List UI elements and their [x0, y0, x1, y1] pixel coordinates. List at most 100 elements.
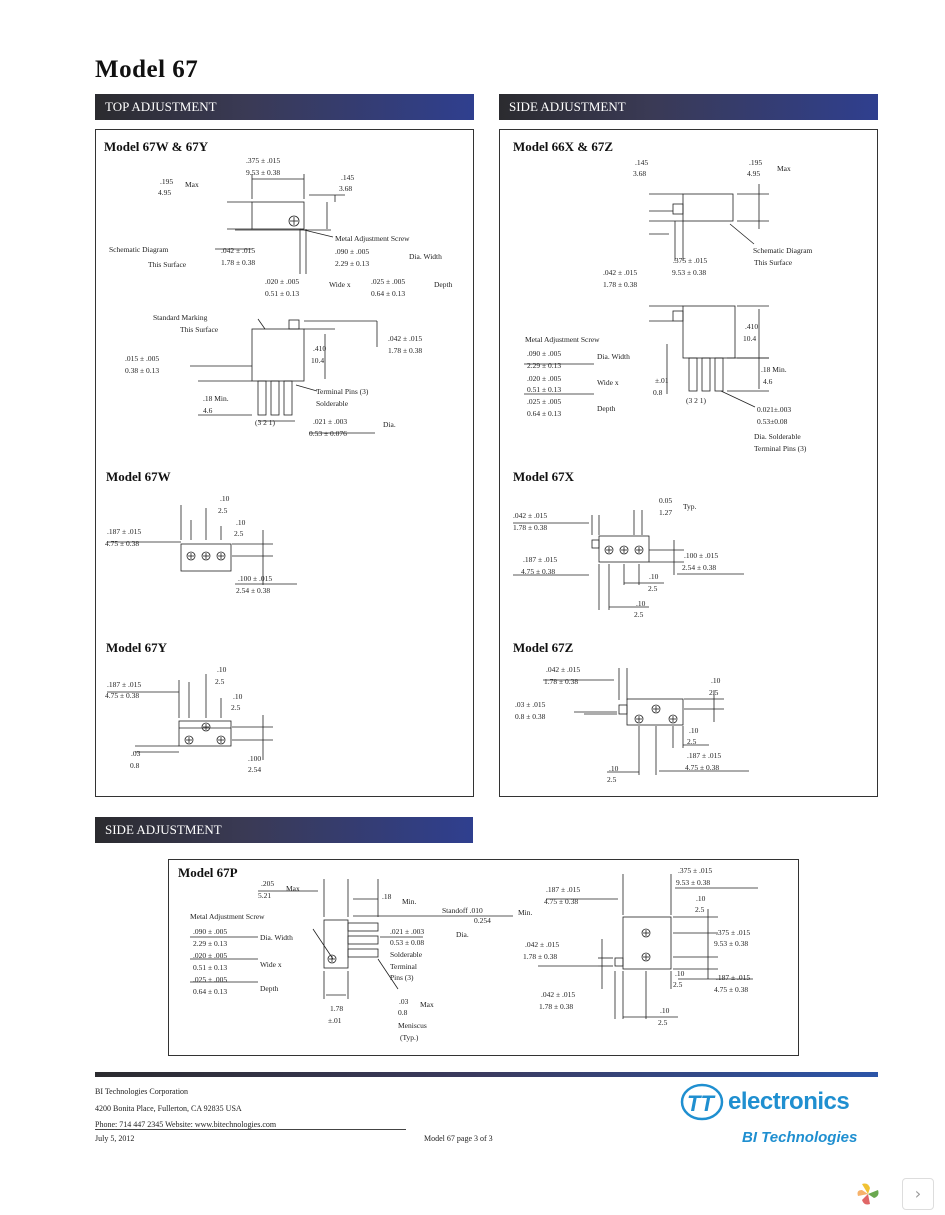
svg-text:.090 ± .005: .090 ± .005	[335, 247, 369, 256]
svg-text:0.021±.003: 0.021±.003	[757, 405, 791, 414]
svg-text:.021 ± .003: .021 ± .003	[390, 927, 424, 936]
svg-text:2.5: 2.5	[658, 1018, 668, 1027]
svg-text:2.5: 2.5	[234, 529, 244, 538]
drawing-67z: .042 ± .015 1.78 ± 0.38 .10 2.5 .03 ± .0…	[515, 665, 749, 784]
next-page-button[interactable]: ›	[902, 1178, 934, 1210]
svg-text:Wide x: Wide x	[329, 280, 351, 289]
svg-text:1.78 ± 0.38: 1.78 ± 0.38	[523, 952, 557, 961]
svg-text:.18: .18	[382, 892, 392, 901]
svg-text:2.5: 2.5	[673, 980, 683, 989]
svg-text:0.8 ± 0.38: 0.8 ± 0.38	[515, 712, 546, 721]
svg-text:.10: .10	[233, 692, 243, 701]
svg-text:Metal Adjustment Screw: Metal Adjustment Screw	[335, 234, 410, 243]
svg-text:Depth: Depth	[260, 984, 279, 993]
svg-text:2.29 ± 0.13: 2.29 ± 0.13	[193, 939, 227, 948]
svg-text:2.5: 2.5	[215, 677, 225, 686]
svg-text:.187 ± .015: .187 ± .015	[107, 680, 141, 689]
svg-text:(3 2 1): (3 2 1)	[255, 418, 275, 427]
panel-top-adjustment	[95, 129, 474, 797]
svg-text:.187 ± .015: .187 ± .015	[546, 885, 580, 894]
app-pinwheel-icon[interactable]	[852, 1178, 884, 1210]
svg-text:±.01: ±.01	[655, 376, 669, 385]
svg-text:.021 ± .003: .021 ± .003	[313, 417, 347, 426]
svg-text:.18 Min.: .18 Min.	[203, 394, 229, 403]
footer-page-number: Model 67 page 3 of 3	[424, 1134, 493, 1143]
svg-text:.10: .10	[220, 494, 230, 503]
svg-text:0.38 ± 0.13: 0.38 ± 0.13	[125, 366, 159, 375]
svg-text:.025 ± .005: .025 ± .005	[193, 975, 227, 984]
svg-text:This Surface: This Surface	[148, 260, 187, 269]
section-header-side-adjustment: SIDE ADJUSTMENT	[499, 94, 878, 120]
svg-text:Terminal Pins (3): Terminal Pins (3)	[754, 444, 807, 453]
svg-text:1.78 ± 0.38: 1.78 ± 0.38	[603, 280, 637, 289]
svg-text:2.5: 2.5	[231, 703, 241, 712]
svg-text:0.51 ± 0.13: 0.51 ± 0.13	[527, 385, 561, 394]
svg-text:.187 ± .015: .187 ± .015	[687, 751, 721, 760]
model-heading-67w: Model 67W	[106, 469, 171, 484]
svg-text:.090 ± .005: .090 ± .005	[527, 349, 561, 358]
svg-text:This Surface: This Surface	[754, 258, 793, 267]
svg-text:Solderable: Solderable	[390, 950, 423, 959]
model-heading-66x-67z: Model 66X & 67Z	[513, 139, 614, 154]
svg-text:.205: .205	[261, 879, 274, 888]
svg-text:.10: .10	[660, 1006, 670, 1015]
svg-text:4.75 ± 0.38: 4.75 ± 0.38	[105, 691, 139, 700]
svg-text:0.8: 0.8	[398, 1008, 408, 1017]
svg-text:1.78: 1.78	[330, 1004, 343, 1013]
panel-side-adjustment	[499, 129, 878, 797]
footer-date: July 5, 2012	[95, 1134, 135, 1143]
svg-text:4.75 ± 0.38: 4.75 ± 0.38	[714, 985, 748, 994]
svg-text:2.5: 2.5	[695, 905, 705, 914]
svg-text:0.64 ± 0.13: 0.64 ± 0.13	[193, 987, 227, 996]
svg-text:(Typ.): (Typ.)	[400, 1033, 419, 1042]
svg-text:This Surface: This Surface	[180, 325, 219, 334]
svg-text:Typ.: Typ.	[683, 502, 697, 511]
svg-text:.10: .10	[636, 599, 646, 608]
svg-text:Max: Max	[777, 164, 791, 173]
svg-text:.100 ± .015: .100 ± .015	[684, 551, 718, 560]
svg-text:Standoff .010: Standoff .010	[442, 906, 483, 915]
svg-text:.375 ± .015: .375 ± .015	[716, 928, 750, 937]
svg-text:.042 ± .015: .042 ± .015	[221, 246, 255, 255]
svg-text:Dia. Width: Dia. Width	[260, 933, 293, 942]
svg-text:.03 ± .015: .03 ± .015	[515, 700, 546, 709]
svg-text:.090 ± .005: .090 ± .005	[193, 927, 227, 936]
svg-text:.375 ± .015: .375 ± .015	[246, 156, 280, 165]
svg-text:TT: TT	[687, 1091, 715, 1116]
model-heading-67y: Model 67Y	[106, 640, 168, 655]
svg-text:2.5: 2.5	[709, 688, 719, 697]
svg-text:1.78 ± 0.38: 1.78 ± 0.38	[221, 258, 255, 267]
model-heading-67w-67y: Model 67W & 67Y	[104, 139, 209, 154]
footer-rule	[95, 1072, 878, 1077]
svg-text:.187 ± .015: .187 ± .015	[523, 555, 557, 564]
svg-text:.145: .145	[635, 158, 648, 167]
svg-text:.020 ± .005: .020 ± .005	[193, 951, 227, 960]
svg-text:.10: .10	[609, 764, 619, 773]
svg-text:0.254: 0.254	[474, 916, 491, 925]
footer-phone-website[interactable]: Phone: 714 447 2345 Website: www.bitechn…	[95, 1120, 407, 1130]
drawing-67y: .10 2.5 .10 2.5 .187 ± .015 4.75 ± 0.38 …	[105, 665, 273, 774]
svg-text:1.78 ± 0.38: 1.78 ± 0.38	[544, 677, 578, 686]
svg-text:Metal Adjustment Screw: Metal Adjustment Screw	[525, 335, 600, 344]
svg-text:.015 ± .005: .015 ± .005	[125, 354, 159, 363]
svg-text:0.53 ± 0.076: 0.53 ± 0.076	[309, 429, 347, 438]
model-heading-67z: Model 67Z	[513, 640, 574, 655]
svg-text:Max: Max	[185, 180, 199, 189]
footer-company: BI Technologies Corporation	[95, 1087, 189, 1096]
svg-text:Schematic Diagram: Schematic Diagram	[109, 245, 169, 254]
svg-text:0.53 ± 0.08: 0.53 ± 0.08	[390, 938, 424, 947]
svg-text:4.6: 4.6	[203, 406, 213, 415]
svg-text:4.95: 4.95	[747, 169, 760, 178]
svg-text:0.64 ± 0.13: 0.64 ± 0.13	[371, 289, 405, 298]
svg-text:4.75 ± 0.38: 4.75 ± 0.38	[544, 897, 578, 906]
svg-text:0.8: 0.8	[653, 388, 663, 397]
svg-text:Dia. Solderable: Dia. Solderable	[754, 432, 801, 441]
svg-text:.187 ± .015: .187 ± .015	[716, 973, 750, 982]
svg-text:4.75 ± 0.38: 4.75 ± 0.38	[105, 539, 139, 548]
svg-text:Max: Max	[420, 1000, 434, 1009]
svg-text:Depth: Depth	[597, 404, 616, 413]
svg-text:.10: .10	[649, 572, 659, 581]
svg-text:4.95: 4.95	[158, 188, 171, 197]
svg-text:1.78 ± 0.38: 1.78 ± 0.38	[388, 346, 422, 355]
svg-text:Wide x: Wide x	[597, 378, 619, 387]
